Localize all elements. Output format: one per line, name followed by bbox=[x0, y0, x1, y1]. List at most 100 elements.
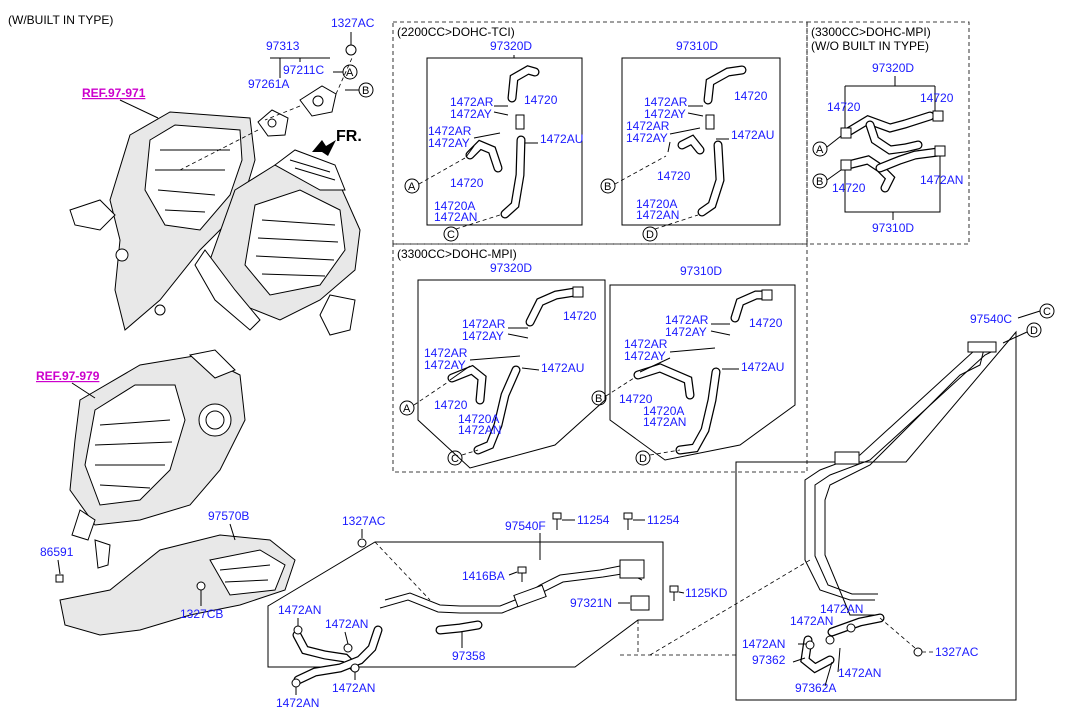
label-14720A-3300a: 14720A bbox=[458, 412, 499, 426]
group-frame-97320D-3300 bbox=[417, 279, 606, 469]
svg-text:B: B bbox=[604, 181, 611, 193]
label-1472AR-3300d: 1472AR bbox=[624, 337, 668, 351]
label-14720-3300b: 14720 bbox=[434, 398, 468, 412]
callout-a-wo bbox=[812, 141, 828, 157]
label-86591: 86591 bbox=[40, 545, 74, 559]
svg-text:A: A bbox=[408, 181, 416, 193]
callout-d-3300 bbox=[635, 450, 651, 466]
section-title-3300cc: (3300CC>DOHC-MPI) bbox=[397, 247, 517, 261]
section-title-3300cc-wo-line2: (W/O BUILT IN TYPE) bbox=[811, 39, 929, 53]
label-1472AY-2200b: 1472AY bbox=[428, 136, 470, 150]
label-97320D-2200: 97320D bbox=[490, 39, 532, 53]
label-1125KD: 1125KD bbox=[685, 586, 728, 600]
ref-97-979[interactable]: REF.97-979 bbox=[36, 369, 100, 383]
section-title-2200cc: (2200CC>DOHC-TCI) bbox=[397, 25, 515, 39]
label-14720-wo-a: 14720 bbox=[827, 100, 861, 114]
label-97540C: 97540C bbox=[970, 312, 1012, 326]
svg-text:C: C bbox=[451, 453, 459, 465]
hose-97320D-wo bbox=[840, 110, 944, 155]
label-1472AR-3300a: 1472AR bbox=[462, 317, 506, 331]
label-97310D-wo: 97310D bbox=[872, 221, 914, 235]
label-1327AC-bottom: 1327AC bbox=[342, 514, 386, 528]
callout-b-3300 bbox=[591, 390, 607, 406]
label-1472AN-2200b: 1472AN bbox=[636, 208, 679, 222]
label-1472AR-2200c: 1472AR bbox=[644, 95, 688, 109]
callout-d-2200 bbox=[642, 226, 658, 242]
label-14720A-3300b: 14720A bbox=[643, 404, 684, 418]
label-1472AN-bottom-d: 1472AN bbox=[276, 696, 319, 710]
section-title-3300cc-wo-line1: (3300CC>DOHC-MPI) bbox=[811, 25, 931, 39]
label-1416BA: 1416BA bbox=[462, 569, 505, 583]
bolt-11254-a bbox=[552, 512, 575, 530]
duct-97570B bbox=[59, 534, 296, 636]
label-1472AN-right-d: 1472AN bbox=[838, 666, 881, 680]
label-1472AR-2200b: 1472AR bbox=[428, 124, 472, 138]
svg-text:D: D bbox=[639, 453, 647, 465]
ref-97-971[interactable]: REF.97-971 bbox=[82, 86, 146, 100]
label-1472AY-2200d: 1472AY bbox=[626, 131, 668, 145]
clip-1327AC-right bbox=[913, 647, 923, 657]
label-1472AR-2200d: 1472AR bbox=[626, 119, 670, 133]
label-97313: 97313 bbox=[266, 39, 300, 53]
label-14720A-2200b: 14720A bbox=[636, 197, 677, 211]
label-97540F: 97540F bbox=[505, 519, 546, 533]
label-14720A-2200: 14720A bbox=[434, 199, 475, 213]
group-frame-97540C bbox=[735, 330, 1017, 701]
label-1472AY-3300b: 1472AY bbox=[424, 358, 466, 372]
label-1472AN-wo: 1472AN bbox=[920, 173, 963, 187]
callout-c-2200 bbox=[443, 226, 459, 242]
pipe-assembly-97540C bbox=[800, 341, 997, 674]
callout-b-2200 bbox=[600, 178, 616, 194]
bracket-97321N bbox=[630, 595, 650, 611]
label-1472AR-3300c: 1472AR bbox=[665, 313, 709, 327]
label-14720-2200c: 14720 bbox=[734, 89, 768, 103]
label-1472AN-3300b: 1472AN bbox=[643, 415, 686, 429]
label-1472AN-right-b: 1472AN bbox=[790, 614, 833, 628]
label-97362A: 97362A bbox=[795, 681, 836, 695]
label-1472AU-2200b: 1472AU bbox=[731, 128, 774, 142]
clip-1327AC-bottom bbox=[357, 538, 367, 548]
svg-text:C: C bbox=[447, 229, 455, 241]
bolt-1125KD bbox=[669, 585, 685, 601]
group-frame-97310D-2200 bbox=[621, 57, 781, 226]
label-14720-2200b: 14720 bbox=[450, 176, 484, 190]
label-14720-3300d: 14720 bbox=[619, 392, 653, 406]
label-97320D-3300: 97320D bbox=[490, 261, 532, 275]
svg-text:C: C bbox=[1043, 306, 1051, 318]
screw-86591 bbox=[55, 574, 64, 583]
label-1472AN-right-c: 1472AN bbox=[742, 637, 785, 651]
svg-text:D: D bbox=[646, 229, 654, 241]
svg-text:B: B bbox=[362, 85, 369, 97]
label-14720-wo-c: 14720 bbox=[832, 181, 866, 195]
built-in-type-note: (W/BUILT IN TYPE) bbox=[8, 13, 113, 27]
svg-text:B: B bbox=[816, 176, 823, 188]
label-97321N: 97321N bbox=[570, 596, 612, 610]
label-97358: 97358 bbox=[452, 649, 486, 663]
callout-c-3300 bbox=[447, 450, 463, 466]
svg-text:A: A bbox=[346, 67, 354, 79]
label-1472AY-3300c: 1472AY bbox=[665, 325, 707, 339]
label-11254-a: 11254 bbox=[577, 513, 610, 527]
label-1327AC-top: 1327AC bbox=[331, 16, 375, 30]
callout-a-2200 bbox=[404, 178, 420, 194]
label-1472AY-3300d: 1472AY bbox=[624, 349, 666, 363]
label-1472AR-3300b: 1472AR bbox=[424, 346, 468, 360]
label-97570B: 97570B bbox=[208, 509, 249, 523]
label-1472AY-2200a: 1472AY bbox=[450, 107, 492, 121]
label-97261A: 97261A bbox=[248, 77, 289, 91]
clip-1327AC bbox=[345, 44, 357, 56]
front-label: FR. bbox=[336, 128, 362, 145]
front-direction-arrow-icon bbox=[312, 140, 336, 156]
hvac-module-illustration bbox=[69, 111, 361, 336]
label-11254-b: 11254 bbox=[647, 513, 680, 527]
hose-97320D-3300 bbox=[447, 286, 584, 455]
label-97320D-wo: 97320D bbox=[872, 61, 914, 75]
label-97211C: 97211C bbox=[283, 63, 324, 77]
label-1472AN-bottom-c: 1472AN bbox=[332, 681, 375, 695]
label-1472AR-2200a: 1472AR bbox=[450, 95, 494, 109]
callout-d-right bbox=[1026, 322, 1042, 338]
label-97310D-3300: 97310D bbox=[680, 264, 722, 278]
pipe-assembly-97540F bbox=[292, 559, 645, 685]
group-frame-97540F bbox=[267, 541, 664, 668]
